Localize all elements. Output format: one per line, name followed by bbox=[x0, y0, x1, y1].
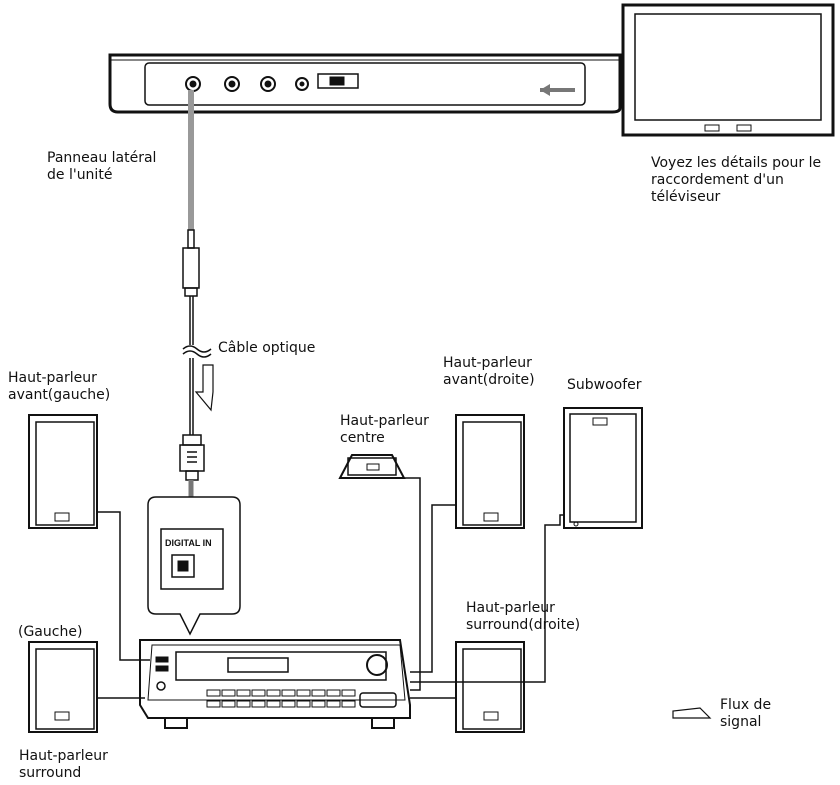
speaker-icon bbox=[455, 414, 525, 529]
surround-right-label: Haut-parleur surround(droite) bbox=[466, 600, 581, 633]
subwoofer-label: Subwoofer bbox=[567, 377, 642, 393]
speaker-icon bbox=[28, 641, 98, 733]
center-label: Haut-parleur centre bbox=[340, 413, 429, 446]
speaker-icon bbox=[338, 454, 406, 479]
speaker-icon bbox=[455, 641, 525, 733]
unit-side-panel-label: Panneau latéral de l'unité bbox=[47, 150, 157, 183]
signal-flow-label: Flux de signal bbox=[720, 697, 772, 730]
optical-cable-label: Câble optique bbox=[218, 340, 316, 356]
speaker-icon bbox=[28, 414, 98, 529]
tv-connection-label: Voyez les détails pour le raccordement d… bbox=[651, 155, 822, 205]
speaker-wires bbox=[97, 477, 564, 699]
receiver-icon bbox=[139, 639, 411, 729]
front-right-label: Haut-parleur avant(droite) bbox=[443, 355, 535, 388]
left-paren-label: (Gauche) bbox=[18, 624, 83, 640]
optical-cable bbox=[179, 90, 212, 520]
front-left-label: Haut-parleur avant(gauche) bbox=[8, 370, 111, 403]
signal-direction-arrow bbox=[194, 364, 214, 412]
digital-in-label: DIGITAL IN bbox=[165, 538, 212, 548]
digital-in-callout bbox=[147, 496, 241, 636]
surround-left-label: Haut-parleur surround bbox=[19, 748, 108, 781]
dvd-player-icon bbox=[108, 53, 622, 114]
signal-flow-arrow-icon bbox=[672, 707, 712, 719]
subwoofer-icon bbox=[563, 407, 643, 529]
tv-icon bbox=[621, 3, 835, 137]
